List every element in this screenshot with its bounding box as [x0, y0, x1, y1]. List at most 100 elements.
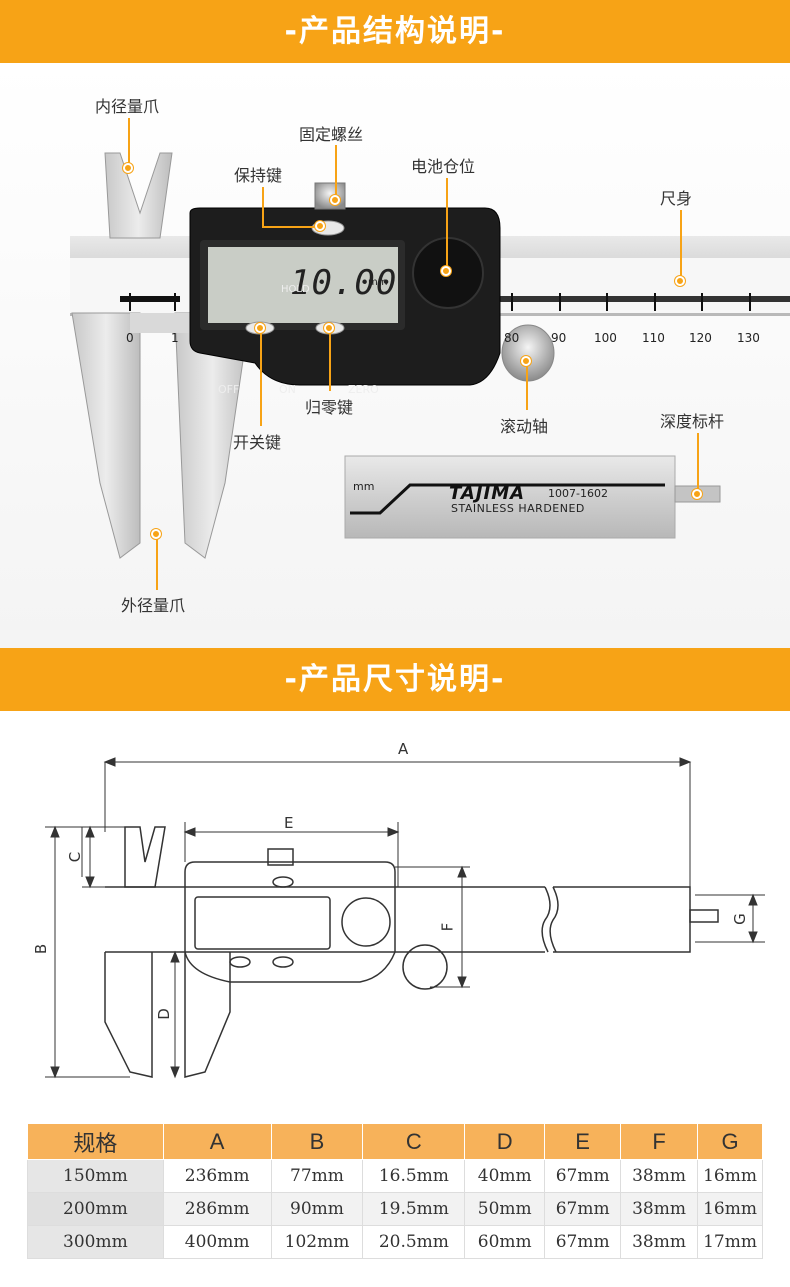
table-header: C: [362, 1123, 466, 1160]
inner-jaw-outline: [124, 826, 166, 888]
zero-label: ZERO: [348, 383, 379, 396]
callout-dot-lock-screw: [330, 195, 340, 205]
lcd-screen: [208, 247, 398, 323]
callout-lock-screw: 固定螺丝: [299, 125, 364, 144]
table-cell: 102mm: [270, 1225, 364, 1259]
callout-outer-jaw: 外径量爪: [121, 596, 186, 615]
hold-label: HOLD: [281, 284, 310, 295]
table-cell: 200mm: [27, 1192, 164, 1226]
lcd-unit: mm: [368, 277, 388, 288]
scale-130: 130: [737, 331, 760, 345]
scale-1: 1: [171, 331, 179, 345]
dim-label-g: G: [730, 913, 749, 925]
scale-110: 110: [642, 331, 665, 345]
table-header: G: [697, 1123, 763, 1160]
dimension-drawing: [45, 757, 765, 1079]
dim-label-f: F: [438, 922, 457, 932]
material-text: STAINLESS HARDENED: [451, 502, 585, 515]
roller-outline: [402, 944, 448, 990]
callout-dot-zero-key: [324, 323, 334, 333]
scale-100: 100: [594, 331, 617, 345]
callout-ruler-body: 尺身: [660, 189, 693, 208]
table-cell: 67mm: [544, 1159, 622, 1193]
table-cell: 300mm: [27, 1225, 164, 1259]
outer-jaw-fixed-outline: [104, 952, 153, 1078]
table-header: A: [162, 1123, 272, 1160]
table-header: E: [544, 1123, 622, 1160]
roller-shape: [501, 324, 555, 382]
caliper-illustration: [70, 152, 790, 559]
outer-jaw-fixed: [71, 312, 141, 559]
table-cell: 77mm: [270, 1159, 364, 1193]
head-outline: [184, 861, 396, 983]
structure-title: -产品结构说明-: [284, 14, 506, 49]
table-header: D: [464, 1123, 546, 1160]
table-cell: 40mm: [464, 1159, 546, 1193]
table-cell: 150mm: [27, 1159, 164, 1193]
callout-dot-depth-rod: [692, 489, 702, 499]
screen-outline: [194, 896, 331, 950]
table-cell: 38mm: [620, 1159, 698, 1193]
table-row: 200mm 286mm 90mm 19.5mm 50mm 67mm 38mm 1…: [27, 1192, 763, 1226]
table-cell: 20.5mm: [362, 1225, 466, 1259]
table-header: 规格: [27, 1123, 164, 1160]
inner-jaw-shape: [104, 152, 173, 239]
depth-unit: mm: [353, 480, 375, 493]
table-cell: 60mm: [464, 1225, 546, 1259]
table-cell: 236mm: [162, 1159, 272, 1193]
dim-label-b: B: [32, 943, 51, 955]
callout-roller: 滚动轴: [500, 417, 549, 436]
beam-outline: [105, 886, 545, 953]
scale-0: 0: [126, 331, 134, 345]
table-cell: 50mm: [464, 1192, 546, 1226]
model-number: 1007-1602: [548, 487, 608, 500]
off-label: OFF: [218, 383, 240, 396]
table-cell: 19.5mm: [362, 1192, 466, 1226]
callout-dot-inner-jaw: [123, 163, 133, 173]
table-cell: 38mm: [620, 1192, 698, 1226]
table-cell: 400mm: [162, 1225, 272, 1259]
table-cell: 286mm: [162, 1192, 272, 1226]
table-cell: 38mm: [620, 1225, 698, 1259]
callout-dot-hold-key: [315, 221, 325, 231]
depth-rod-shape: [344, 455, 676, 539]
scale-80: 80: [504, 331, 520, 345]
dim-label-d: D: [154, 1008, 173, 1020]
callout-dot-roller: [521, 356, 531, 366]
spec-table: 规格 A B C D E F G 150mm 236mm 77mm 16.5mm…: [27, 1123, 763, 1259]
dim-label-a: A: [398, 740, 409, 758]
structure-section: 10.00 mm HOLD OFF ON ZERO 0 1 80 90 100 …: [0, 63, 790, 648]
size-title: -产品尺寸说明-: [284, 662, 506, 697]
table-cell: 16mm: [697, 1159, 763, 1193]
table-cell: 16.5mm: [362, 1159, 466, 1193]
callout-dot-battery: [441, 266, 451, 276]
table-cell: 67mm: [544, 1225, 622, 1259]
callout-zero-key: 归零键: [305, 398, 354, 417]
on-label: ON: [279, 383, 296, 396]
table-header: B: [270, 1123, 364, 1160]
table-row: 150mm 236mm 77mm 16.5mm 40mm 67mm 38mm 1…: [27, 1159, 763, 1193]
callout-power-key: 开关键: [233, 433, 282, 452]
dim-label-c: C: [66, 851, 85, 863]
scale-90: 90: [551, 331, 567, 345]
dim-label-e: E: [284, 814, 294, 832]
table-row: 300mm 400mm 102mm 20.5mm 60mm 67mm 38mm …: [27, 1225, 763, 1259]
battery-outline: [341, 897, 391, 947]
size-banner: -产品尺寸说明-: [0, 648, 790, 711]
table-header-row: 规格 A B C D E F G: [27, 1123, 763, 1160]
callout-dot-ruler-body: [675, 276, 685, 286]
callout-dot-power-key: [255, 323, 265, 333]
callout-hold-key: 保持键: [234, 166, 283, 185]
outer-jaw-slider-outline: [184, 952, 231, 1078]
brand-logo: TAJIMA: [449, 483, 526, 504]
callout-dot-outer-jaw: [151, 529, 161, 539]
scale-120: 120: [689, 331, 712, 345]
table-cell: 67mm: [544, 1192, 622, 1226]
callout-inner-jaw: 内径量爪: [95, 97, 160, 116]
structure-banner: -产品结构说明-: [0, 0, 790, 63]
lcd-reading: 10.00: [290, 263, 398, 303]
table-cell: 90mm: [270, 1192, 364, 1226]
table-header: F: [620, 1123, 698, 1160]
table-cell: 16mm: [697, 1192, 763, 1226]
callout-depth-rod: 深度标杆: [660, 412, 725, 431]
